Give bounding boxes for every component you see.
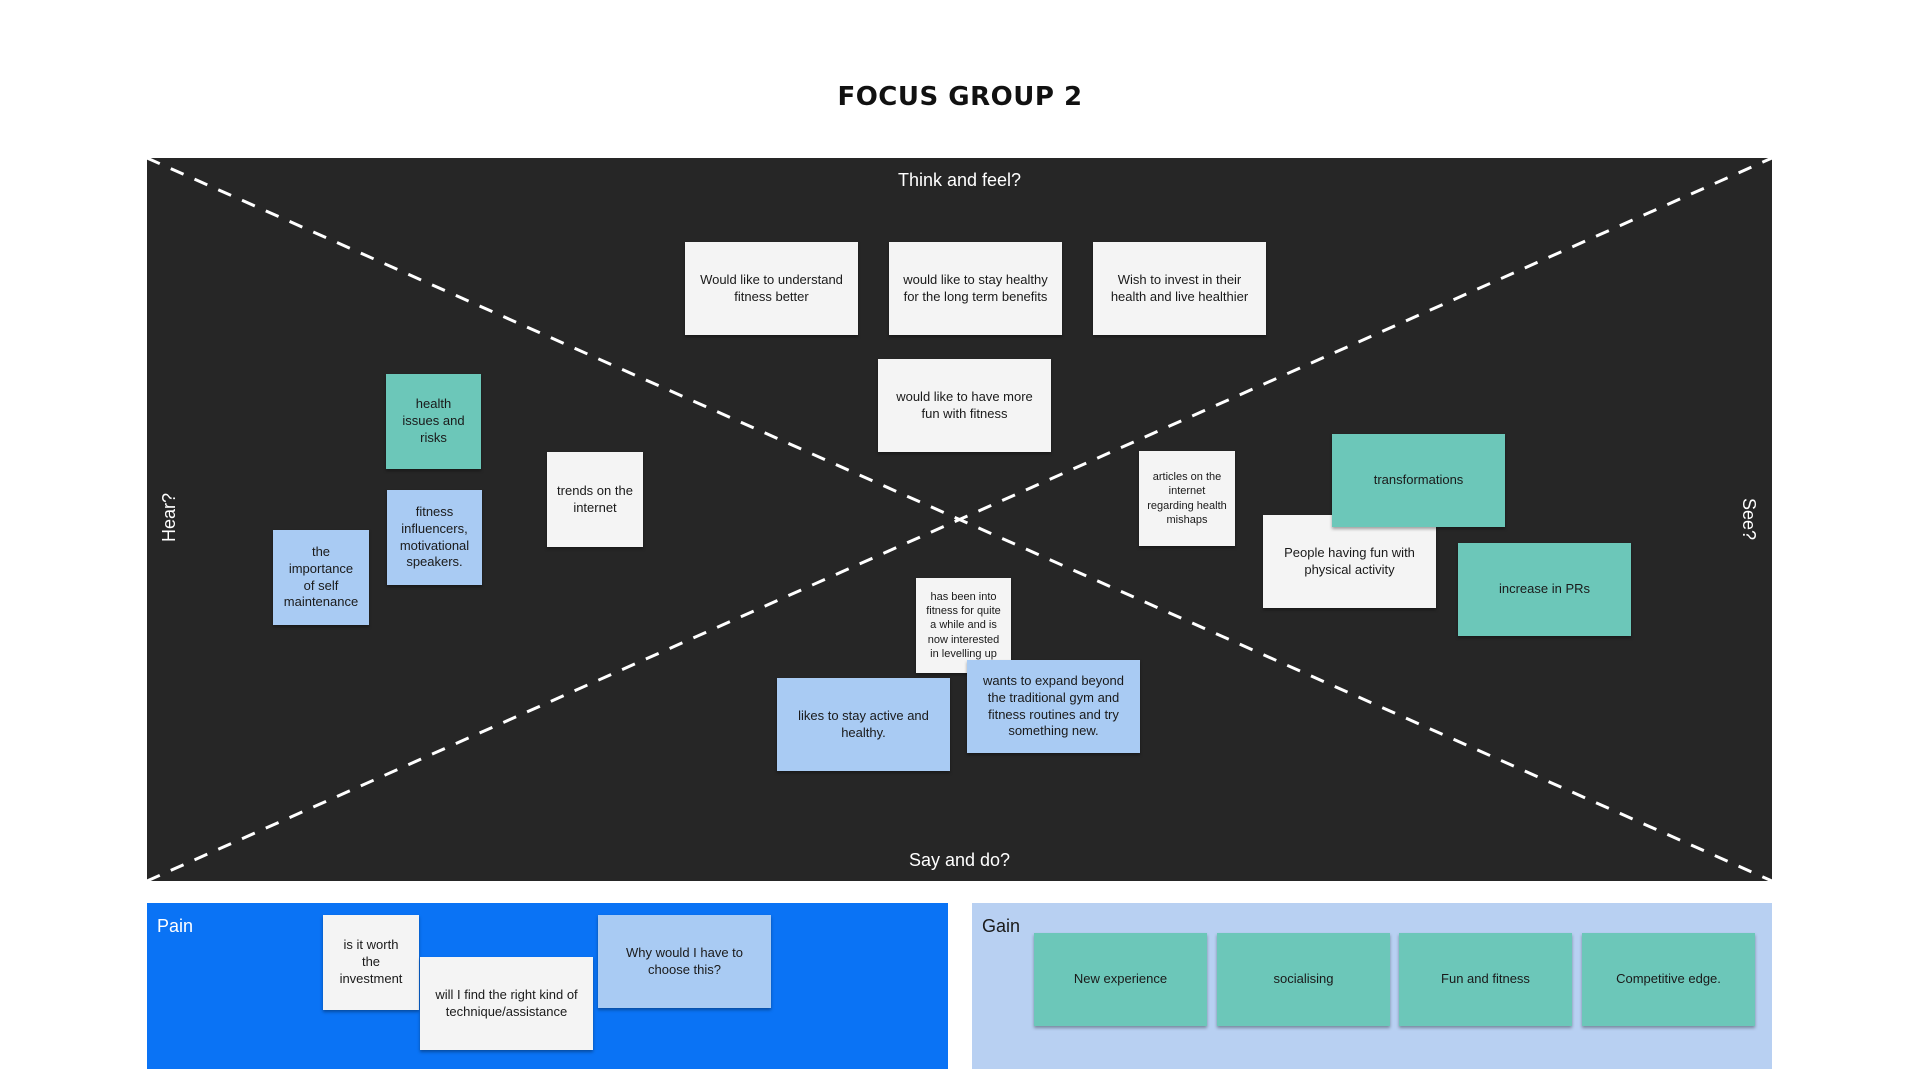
pain-panel: Pain is it worth the investment will I f… (147, 903, 948, 1069)
diagonal-dividers (147, 158, 1772, 881)
think-feel-label: Think and feel? (897, 170, 1022, 190)
sticky-note-hear[interactable]: fitness influencers, motivational speake… (387, 490, 482, 585)
sticky-note-think[interactable]: Wish to invest in their health and live … (1093, 242, 1266, 335)
sticky-note-gain[interactable]: socialising (1217, 933, 1390, 1026)
sticky-note-see[interactable]: transformations (1332, 434, 1505, 527)
gain-panel: Gain New experience socialising Fun and … (972, 903, 1772, 1069)
sticky-note-pain[interactable]: will I find the right kind of technique/… (420, 957, 593, 1050)
sticky-note-hear[interactable]: health issues and risks (386, 374, 481, 469)
sticky-note-pain[interactable]: is it worth the investment (323, 915, 419, 1010)
hear-label: Hear? (159, 492, 179, 542)
sticky-note-pain[interactable]: Why would I have to choose this? (598, 915, 771, 1008)
sticky-note-think[interactable]: Would like to understand fitness better (685, 242, 858, 335)
page-title: FOCUS GROUP 2 (837, 82, 1083, 112)
sticky-note-see[interactable]: increase in PRs (1458, 543, 1631, 636)
sticky-note-hear[interactable]: trends on the internet (547, 452, 643, 547)
say-do-label: Say and do? (908, 850, 1011, 870)
sticky-note-gain[interactable]: Competitive edge. (1582, 933, 1755, 1026)
empathy-map-board: Think and feel? Say and do? Hear? See? W… (147, 158, 1772, 881)
sticky-note-say[interactable]: has been into fitness for quite a while … (916, 578, 1011, 673)
see-label: See? (1739, 498, 1759, 541)
sticky-note-hear[interactable]: the importance of self maintenance (273, 530, 369, 625)
diagonal-line-up (147, 158, 1772, 881)
sticky-note-say[interactable]: likes to stay active and healthy. (777, 678, 950, 771)
sticky-note-see[interactable]: articles on the internet regarding healt… (1139, 451, 1235, 546)
sticky-note-think[interactable]: would like to stay healthy for the long … (889, 242, 1062, 335)
pain-title: Pain (157, 916, 194, 936)
sticky-note-see[interactable]: People having fun with physical activity (1263, 515, 1436, 608)
sticky-note-think[interactable]: would like to have more fun with fitness (878, 359, 1051, 452)
gain-title: Gain (982, 916, 1021, 936)
sticky-note-gain[interactable]: New experience (1034, 933, 1207, 1026)
sticky-note-gain[interactable]: Fun and fitness (1399, 933, 1572, 1026)
sticky-note-say[interactable]: wants to expand beyond the traditional g… (967, 660, 1140, 753)
